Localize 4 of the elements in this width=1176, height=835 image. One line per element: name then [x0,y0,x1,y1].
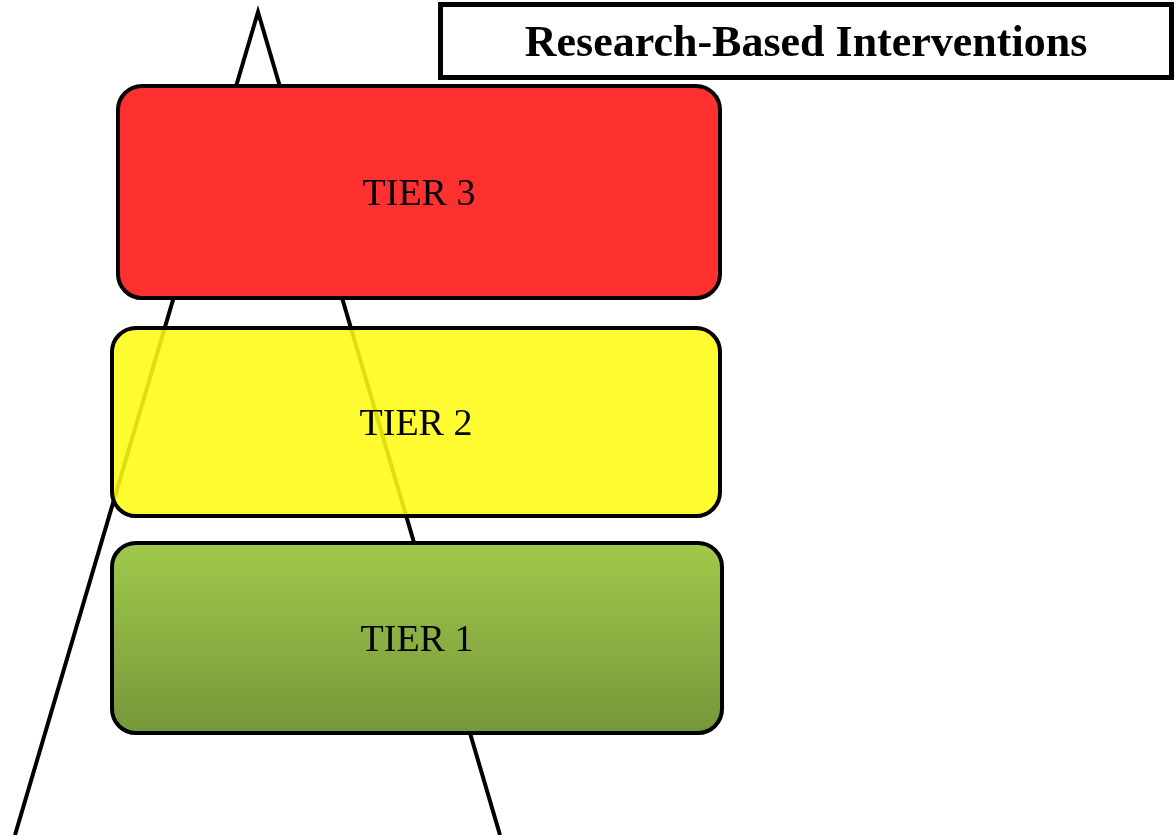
tier-box: TIER 3 [116,84,722,300]
tier-box: TIER 2 [110,326,722,518]
tier-box: TIER 1 [110,541,724,735]
title-box: Research-Based Interventions [438,2,1174,80]
